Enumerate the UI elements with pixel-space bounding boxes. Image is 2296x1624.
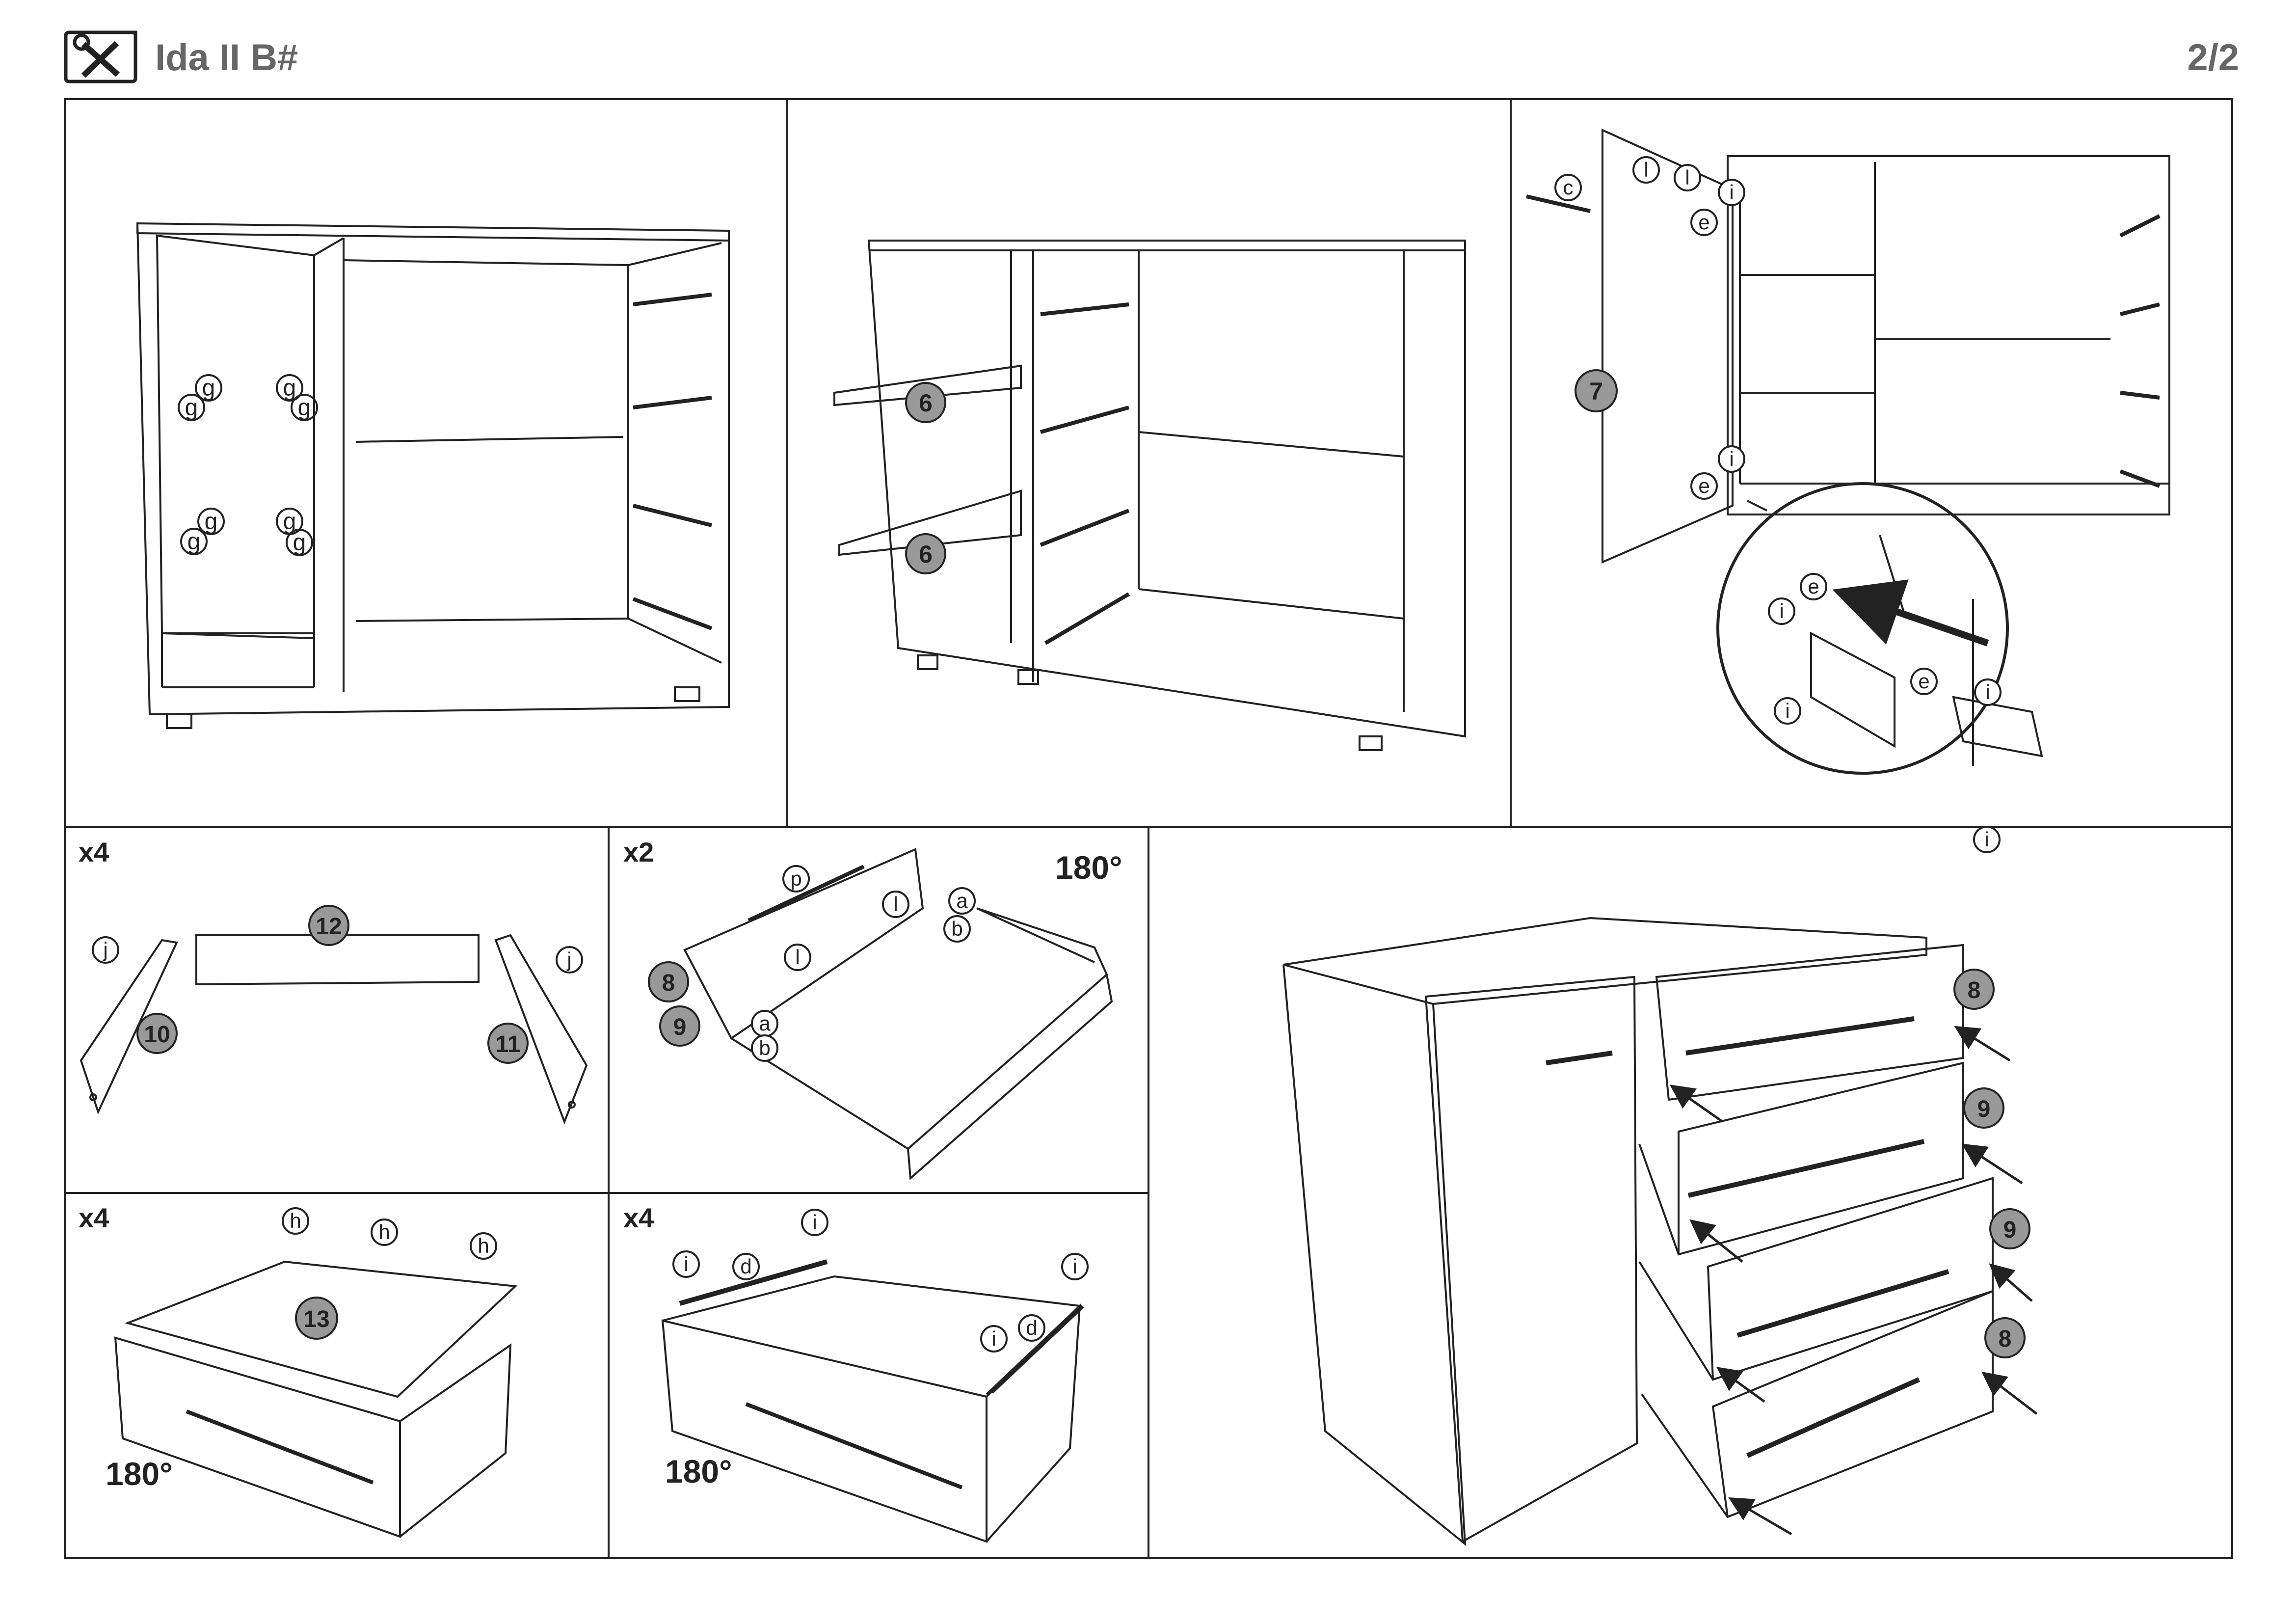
panel-drawer-runners bbox=[661, 1259, 1084, 1543]
part-label: b bbox=[759, 1036, 770, 1059]
part-label: 10 bbox=[144, 1022, 170, 1048]
count-label: x4 bbox=[79, 1202, 109, 1233]
hinge-label: l bbox=[1644, 158, 1648, 181]
part-label: 9 bbox=[673, 1014, 687, 1040]
shelf-markers: 6 6 bbox=[905, 382, 946, 574]
hinge-label: e bbox=[1918, 670, 1929, 693]
part-label: h bbox=[478, 1234, 489, 1257]
part-label: d bbox=[740, 1255, 751, 1278]
drawer-bottom-markers: x4 180° h h h 13 bbox=[79, 1202, 497, 1492]
part-label: i bbox=[812, 1211, 817, 1234]
drawer-side-markers: x4 j 12 j 10 11 bbox=[79, 837, 583, 1064]
part-label: 11 bbox=[496, 1031, 521, 1057]
part-label: l bbox=[893, 893, 898, 916]
drawer-label: 8 bbox=[1999, 1326, 2012, 1352]
drawer-label: 8 bbox=[1968, 977, 1981, 1003]
pin-label: g bbox=[293, 530, 306, 556]
part-label: d bbox=[1026, 1316, 1037, 1339]
part-label: 12 bbox=[316, 914, 342, 940]
door-label: 7 bbox=[1589, 378, 1603, 405]
shelf-label: 6 bbox=[919, 541, 933, 568]
panel-door-hinge bbox=[1526, 128, 2170, 775]
drawer-label: 9 bbox=[2003, 1217, 2017, 1243]
hinge-label: i bbox=[1779, 599, 1784, 623]
hinge-label: e bbox=[1808, 575, 1819, 598]
drawer-label: 9 bbox=[1977, 1096, 1991, 1122]
pin-label: g bbox=[185, 395, 198, 421]
panel-carcass-pins bbox=[136, 222, 730, 729]
wrench-screwdriver-icon bbox=[64, 30, 137, 83]
part-label: 13 bbox=[303, 1306, 329, 1332]
pin-label: g bbox=[283, 509, 296, 535]
hinge-label: i bbox=[1785, 699, 1789, 722]
count-label: x2 bbox=[623, 837, 654, 867]
part-label: b bbox=[951, 917, 962, 940]
part-label: j bbox=[102, 938, 107, 961]
part-label: j bbox=[566, 948, 571, 971]
shelf-label: 6 bbox=[919, 389, 933, 417]
part-label: l bbox=[795, 946, 800, 969]
part-label: a bbox=[956, 889, 968, 912]
panel-drawer-front bbox=[683, 848, 1113, 1181]
hinge-label: c bbox=[1563, 176, 1574, 199]
part-label: p bbox=[790, 867, 801, 890]
count-label: x4 bbox=[623, 1202, 654, 1233]
pin-label: g bbox=[298, 395, 311, 421]
part-label: i bbox=[1072, 1255, 1077, 1278]
part-label: a bbox=[759, 1012, 771, 1035]
panel-final-assembly bbox=[1282, 917, 1994, 1546]
final-arrows bbox=[1669, 1026, 2038, 1536]
count-label: x4 bbox=[79, 837, 109, 867]
drawer-front-markers: x2 180° p l l a b a b 8 9 bbox=[623, 837, 1122, 1062]
rotate-label: 180° bbox=[665, 1453, 732, 1489]
hinge-label: e bbox=[1698, 211, 1709, 234]
final-markers: 8 9 9 8 bbox=[1953, 969, 2030, 1358]
hinge-label: i bbox=[1729, 181, 1734, 204]
panel-drawer-sides bbox=[80, 934, 588, 1125]
part-label: i bbox=[991, 1327, 996, 1350]
door-markers: 7 c l l e i e i e i i e i bbox=[1554, 156, 2002, 853]
panel-grid bbox=[64, 98, 2233, 1559]
panel-drawer-bottom bbox=[114, 1260, 518, 1538]
page-title: Ida II B# bbox=[155, 37, 298, 79]
hinge-label: e bbox=[1698, 474, 1709, 497]
panel-shelves bbox=[833, 240, 1466, 751]
page-number: 2/2 bbox=[2187, 37, 2239, 79]
pin-label: g bbox=[283, 375, 296, 401]
hinge-label: i bbox=[1984, 828, 1989, 851]
pin-label: g bbox=[202, 375, 215, 401]
part-label: i bbox=[684, 1252, 688, 1275]
pin-label: g bbox=[205, 509, 218, 535]
pin-label: g bbox=[187, 529, 201, 555]
pin-markers: g g g g g g g g bbox=[178, 374, 318, 556]
drawer-runner-markers: x4 180° i d i i d i bbox=[623, 1202, 1089, 1489]
hinge-label: i bbox=[1729, 447, 1734, 470]
rotate-label: 180° bbox=[1055, 849, 1122, 886]
part-label: h bbox=[378, 1220, 390, 1244]
rotate-label: 180° bbox=[106, 1456, 173, 1492]
hinge-label: l bbox=[1685, 166, 1689, 189]
part-label: h bbox=[290, 1209, 301, 1232]
part-label: 8 bbox=[662, 970, 675, 996]
hinge-label: i bbox=[1985, 680, 1990, 704]
